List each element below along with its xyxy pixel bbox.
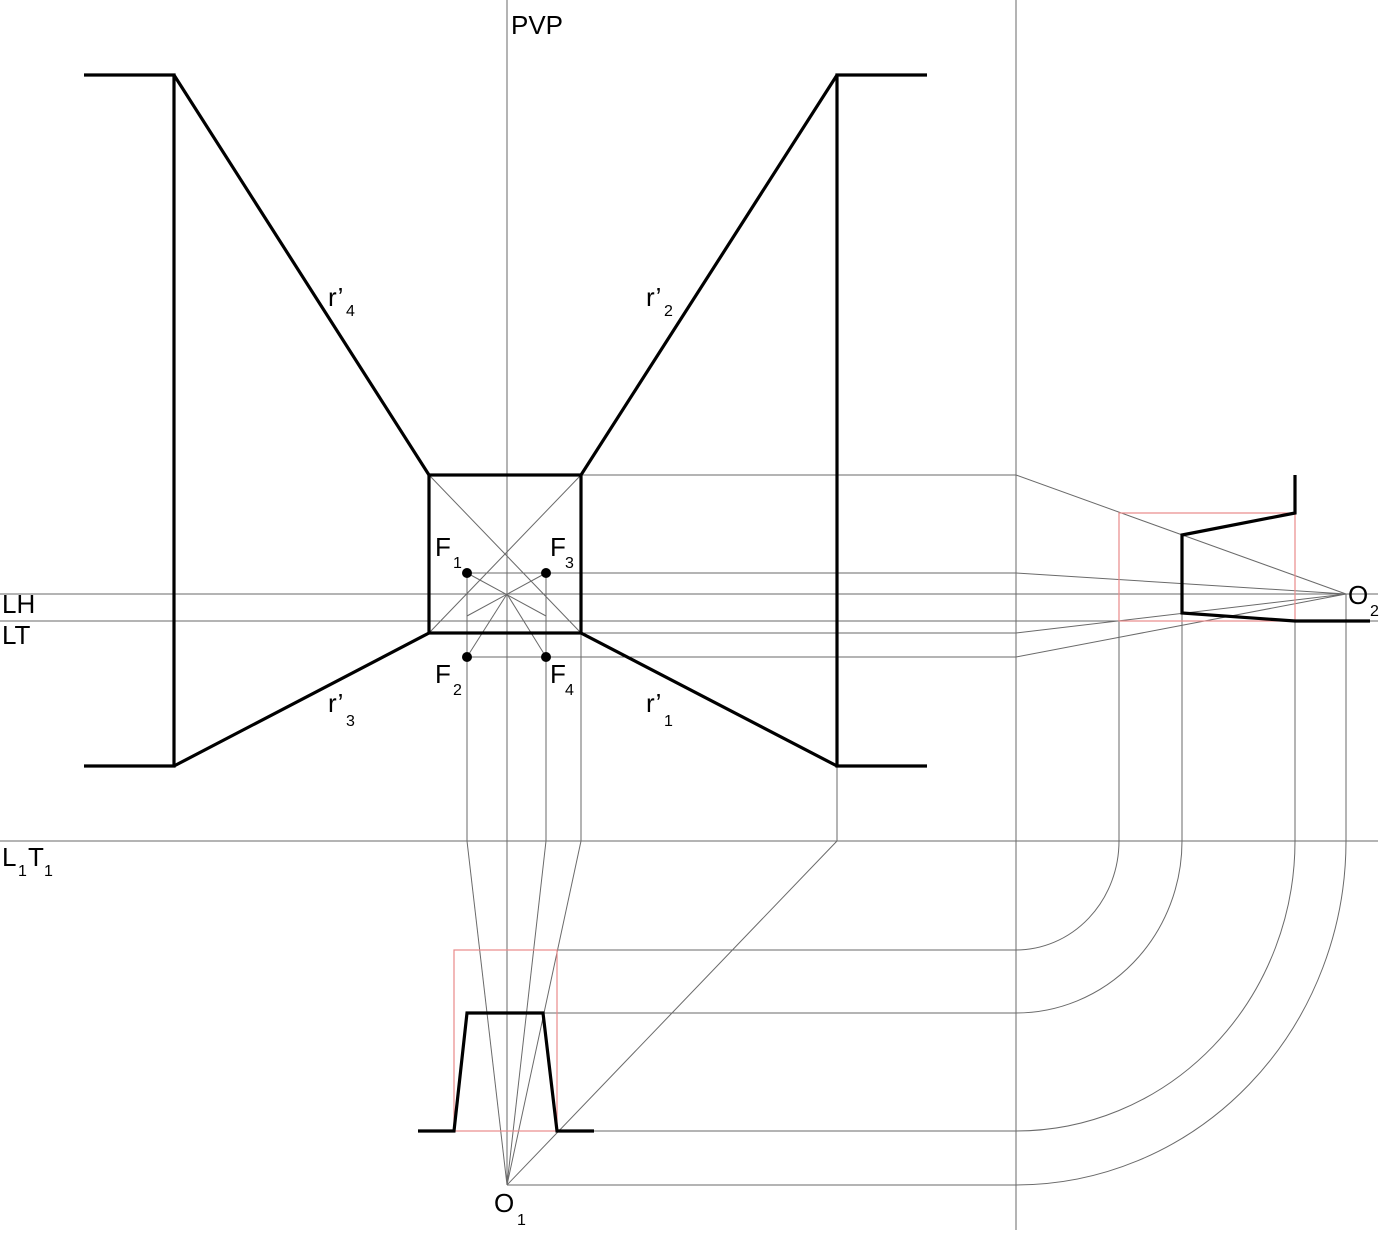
- label-o1-sub: 1: [517, 1212, 526, 1229]
- label-f4-sub: 4: [565, 682, 574, 699]
- side-profile: [1180, 475, 1370, 623]
- left-frame: [84, 73, 176, 768]
- plan-bounding-rect: [453, 949, 558, 1132]
- edge-r1: [580, 631, 838, 768]
- label-l1t1: L 1 T 1: [2, 842, 53, 880]
- label-r2-main: r’: [646, 282, 661, 312]
- label-f3: F 3: [550, 532, 574, 572]
- label-l1t1-t-sub: 1: [44, 863, 53, 880]
- label-f4: F 4: [550, 659, 574, 699]
- label-f1-main: F: [435, 532, 451, 562]
- side-bounding-rect: [1118, 512, 1296, 622]
- edge-r4: [172, 74, 431, 476]
- edge-r2: [579, 74, 839, 476]
- label-f4-main: F: [550, 659, 566, 689]
- label-r1-sub: 1: [664, 713, 673, 730]
- label-o2-sub: 2: [1370, 603, 1379, 620]
- plan-profile: [418, 1011, 594, 1133]
- label-f1: F 1: [435, 532, 462, 572]
- point-f2: [462, 652, 472, 662]
- label-r4-main: r’: [328, 282, 343, 312]
- label-r2-sub: 2: [664, 303, 673, 320]
- label-o2: O 2: [1348, 580, 1379, 620]
- label-l1t1-t: T: [28, 842, 44, 872]
- label-f2-sub: 2: [453, 682, 462, 699]
- label-r3-main: r’: [328, 688, 343, 718]
- label-pvp: PVP: [511, 10, 563, 40]
- point-f4: [541, 652, 551, 662]
- right-frame: [835, 73, 927, 768]
- label-l1t1-l-sub: 1: [18, 863, 27, 880]
- label-f3-sub: 3: [565, 555, 574, 572]
- edge-r3: [173, 631, 430, 768]
- label-f3-main: F: [550, 532, 566, 562]
- label-r1-main: r’: [646, 688, 661, 718]
- point-f1: [462, 568, 472, 578]
- label-r2: r’ 2: [646, 282, 673, 320]
- label-lt: LT: [2, 620, 31, 650]
- point-f3: [541, 568, 551, 578]
- label-f1-sub: 1: [453, 555, 462, 572]
- label-f2-main: F: [435, 659, 451, 689]
- focus-points: [462, 568, 551, 662]
- label-r4-sub: 4: [346, 303, 355, 320]
- label-r1: r’ 1: [646, 688, 673, 730]
- construction-lines: [428, 474, 1347, 1186]
- label-r3-sub: 3: [346, 713, 355, 730]
- label-o1-main: O: [494, 1188, 514, 1218]
- label-r4: r’ 4: [328, 282, 355, 320]
- label-lh: LH: [2, 589, 35, 619]
- label-o1: O 1: [494, 1188, 526, 1229]
- object-outlines: [84, 73, 1370, 1133]
- central-square: [427, 473, 583, 635]
- label-l1t1-l: L: [2, 842, 16, 872]
- label-o2-main: O: [1348, 580, 1368, 610]
- label-r3: r’ 3: [328, 688, 355, 730]
- label-f2: F 2: [435, 659, 462, 699]
